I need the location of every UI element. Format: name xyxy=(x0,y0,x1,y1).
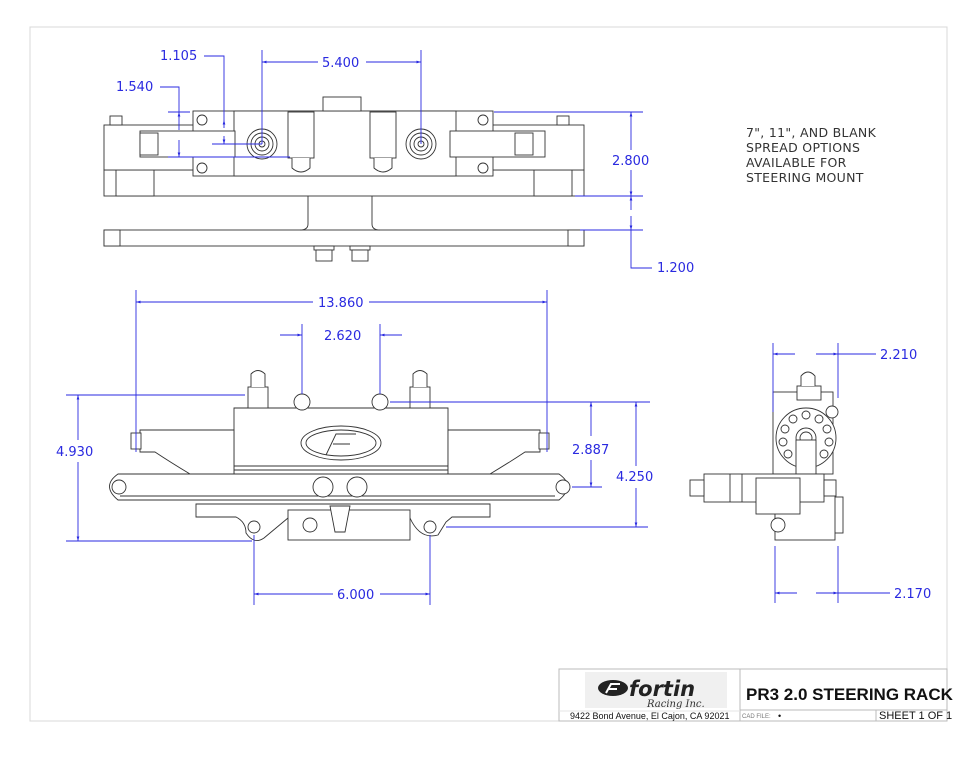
cad-file-value: • xyxy=(778,711,781,721)
dim-1-105: 1.105 xyxy=(160,49,197,64)
front-view xyxy=(109,370,571,542)
dim-4-930: 4.930 xyxy=(56,445,93,460)
top-view-base-plate xyxy=(103,229,585,247)
dim-2-887: 2.887 xyxy=(572,443,609,458)
title-block: fortin Racing Inc. 9422 Bond Avenue, El … xyxy=(558,668,954,722)
svg-text:fortin: fortin xyxy=(629,677,695,701)
sheet-border xyxy=(29,26,948,722)
fortin-logo: fortin Racing Inc. xyxy=(585,672,727,710)
front-view-lower-housing xyxy=(195,503,491,542)
dim-13-860: 13.860 xyxy=(318,296,364,311)
dim-1-540: 1.540 xyxy=(116,80,153,95)
dim-5-400: 5.400 xyxy=(322,56,359,71)
front-view-crossbar xyxy=(109,473,568,501)
cad-file-label: CAD FILE: xyxy=(742,714,771,720)
company-address: 9422 Bond Avenue, El Cajon, CA 92021 xyxy=(570,711,729,721)
part-title: PR3 2.0 STEERING RACK xyxy=(746,685,954,704)
top-view xyxy=(103,96,585,262)
sheet-number: SHEET 1 OF 1 xyxy=(879,710,952,722)
dim-6-000: 6.000 xyxy=(337,588,374,603)
svg-text:STEERING MOUNT: STEERING MOUNT xyxy=(746,170,864,185)
dim-2-620: 2.620 xyxy=(324,329,361,344)
dim-4-250: 4.250 xyxy=(616,470,653,485)
side-view xyxy=(689,371,844,541)
dim-2-210: 2.210 xyxy=(880,348,917,363)
svg-text:Racing Inc.: Racing Inc. xyxy=(646,699,705,710)
svg-text:SPREAD OPTIONS: SPREAD OPTIONS xyxy=(746,140,860,155)
dim-1-200: 1.200 xyxy=(657,261,694,276)
dim-2-800: 2.800 xyxy=(612,154,649,169)
side-view-bolt-circle xyxy=(778,410,834,459)
top-view-dimensions: 1.105 1.540 5.400 2.800 1.200 xyxy=(116,49,694,276)
svg-text:7", 11", AND BLANK: 7", 11", AND BLANK xyxy=(746,125,877,140)
front-view-dimensions: 13.860 2.620 4.930 2.887 4.250 6.000 xyxy=(56,290,653,605)
spread-options-note: 7", 11", AND BLANK SPREAD OPTIONS AVAILA… xyxy=(746,125,877,185)
side-view-dimensions: 2.210 2.170 xyxy=(772,343,931,603)
dim-2-170: 2.170 xyxy=(894,587,931,602)
svg-text:AVAILABLE FOR: AVAILABLE FOR xyxy=(746,155,847,170)
